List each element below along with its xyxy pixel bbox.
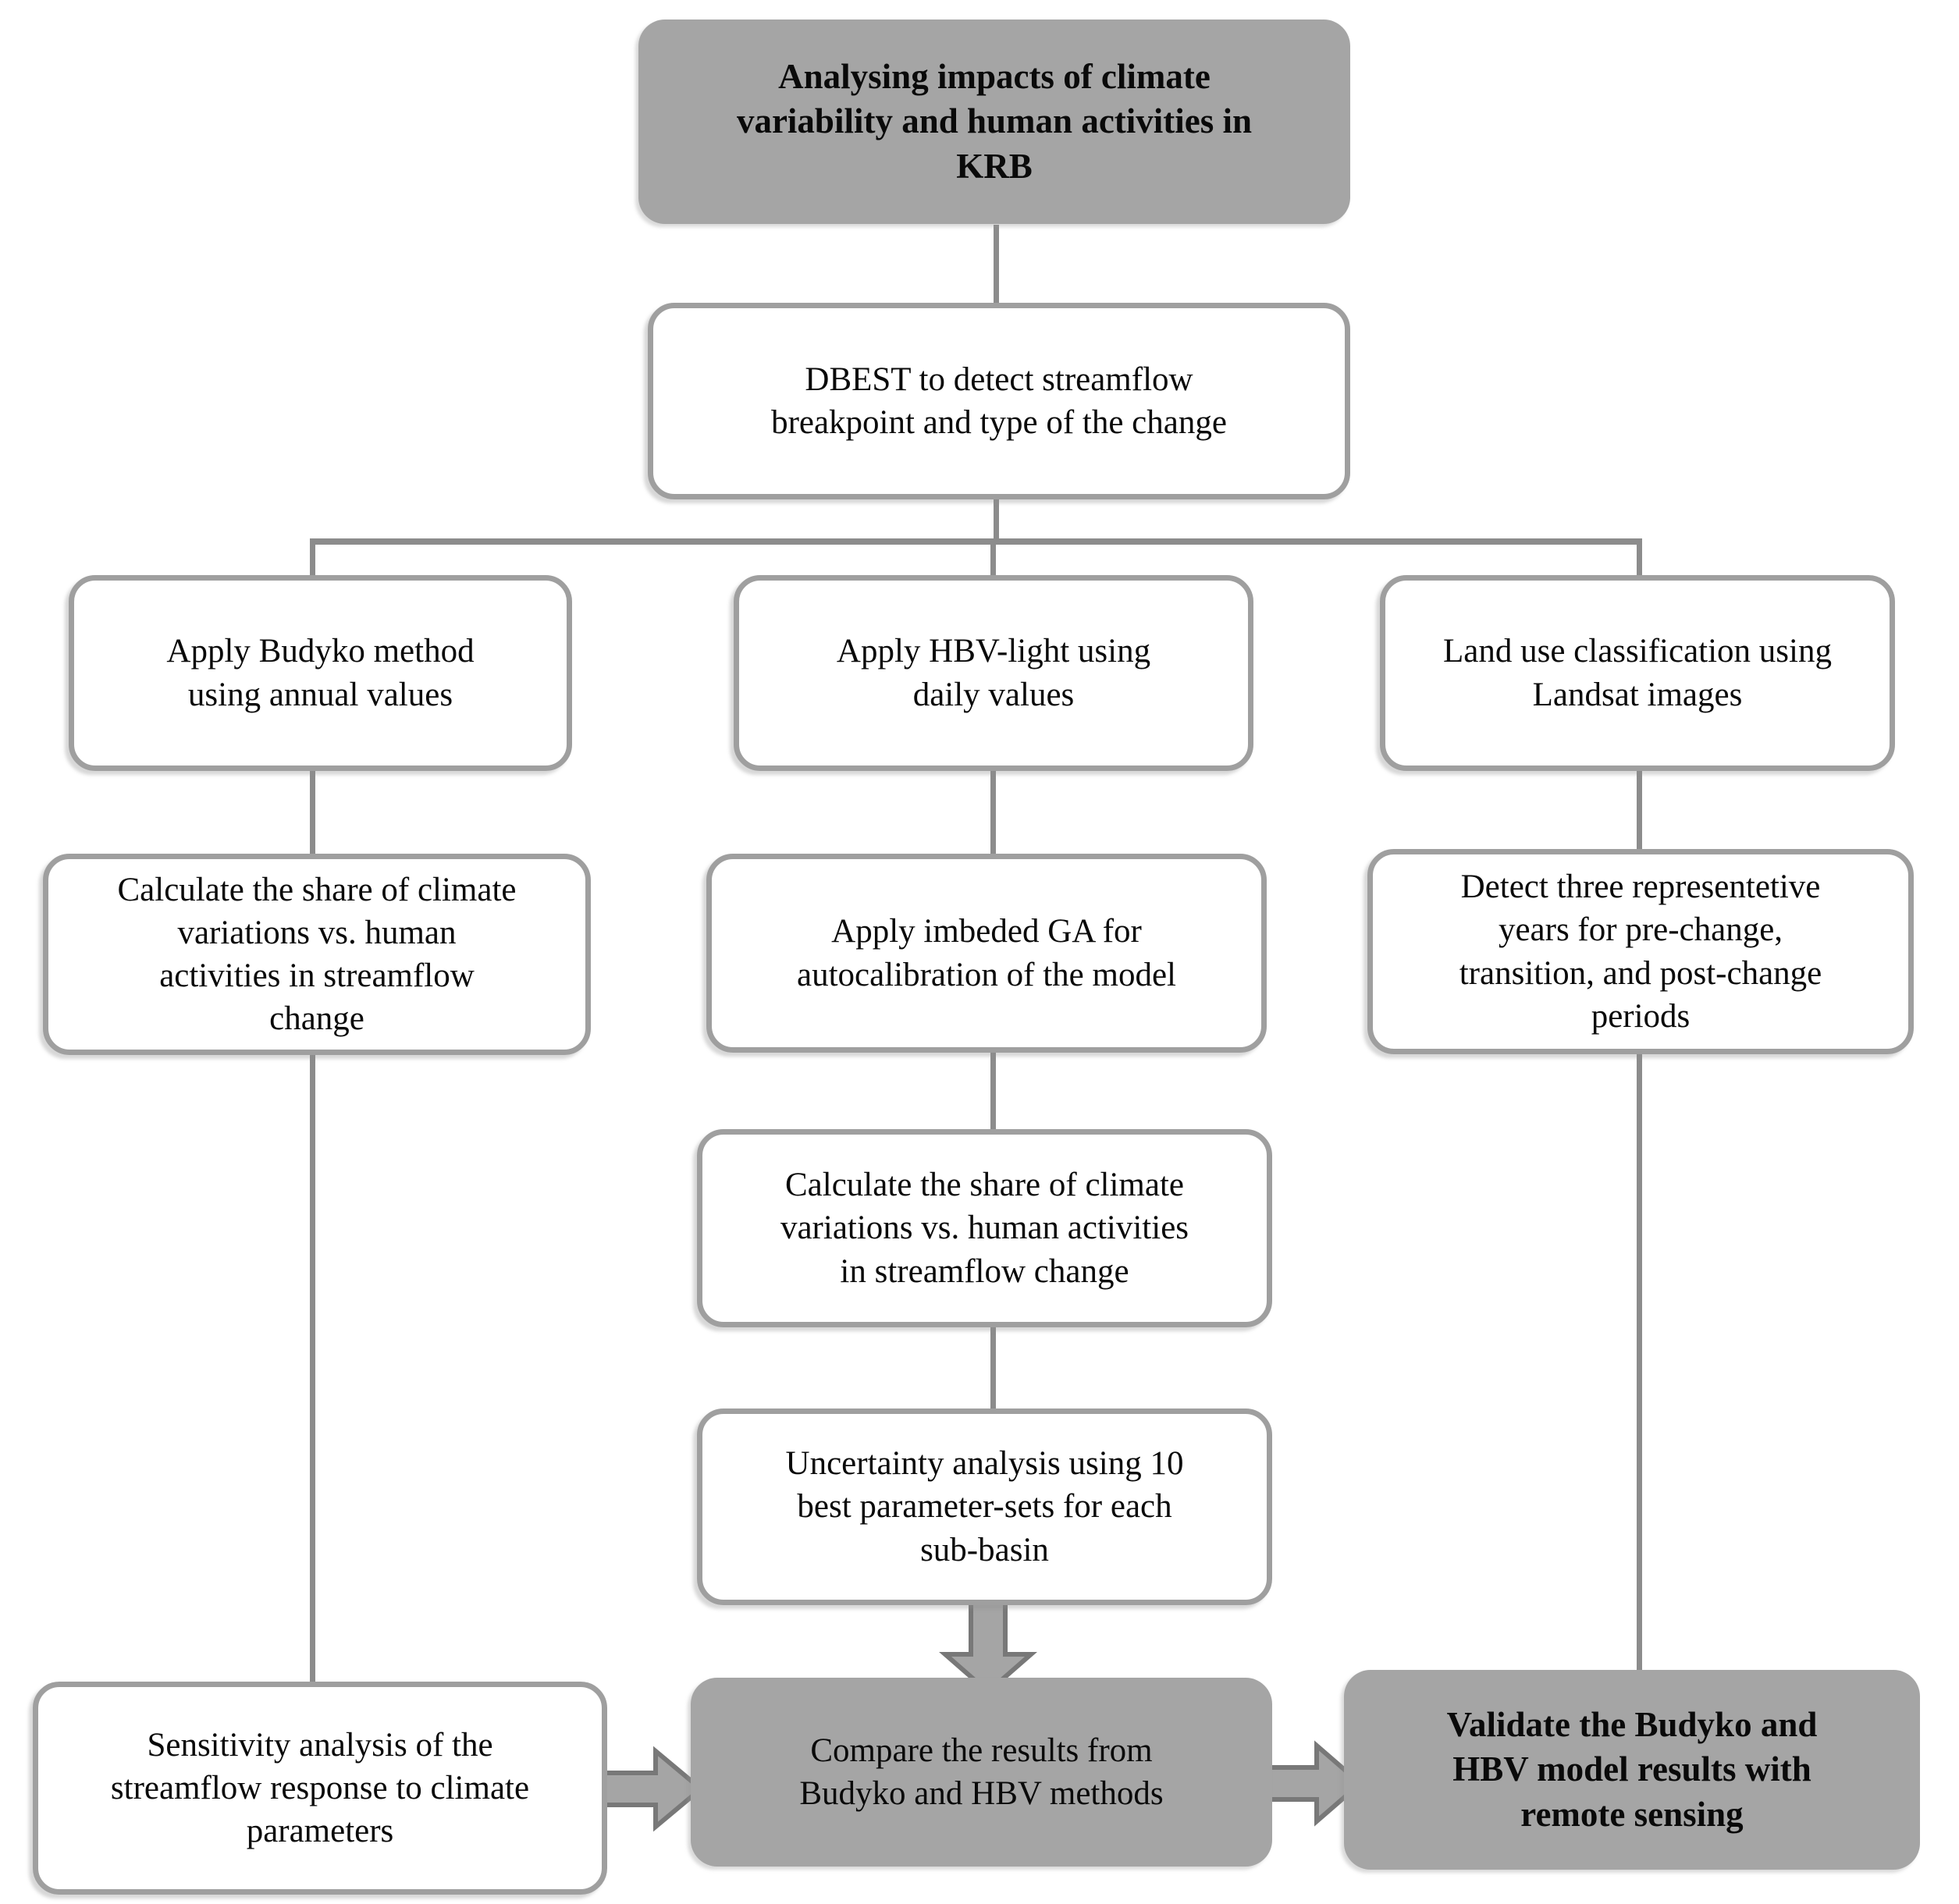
connector-dbest-branch	[994, 498, 999, 543]
node-apply-ga-label: Apply imbeded GA for autocalibration of …	[797, 913, 1176, 993]
node-compare-label: Compare the results from Budyko and HBV …	[799, 1732, 1164, 1812]
connector-ga-share	[990, 1051, 996, 1130]
node-title: Analysing impacts of climate variability…	[638, 20, 1350, 224]
node-apply-hbv: Apply HBV-light using daily values	[734, 575, 1253, 771]
block-arrow-right-compare-icon	[1264, 1740, 1364, 1827]
node-share-climate-budyko-label: Calculate the share of climate variation…	[117, 871, 517, 1038]
connector-hbv-ga	[990, 769, 996, 855]
connector-share-sensitivity	[310, 1053, 315, 1684]
node-title-label: Analysing impacts of climate variability…	[736, 56, 1253, 186]
node-compare: Compare the results from Budyko and HBV …	[691, 1678, 1272, 1867]
connector-branch-left-drop	[310, 542, 315, 577]
node-landuse-classification-label: Land use classification using Landsat im…	[1443, 633, 1832, 713]
node-apply-budyko-label: Apply Budyko method using annual values	[166, 633, 475, 713]
node-detect-years-label: Detect three representetive years for pr…	[1459, 869, 1822, 1035]
connector-branch-right-drop	[1637, 542, 1642, 577]
connector-title-dbest	[994, 225, 999, 304]
node-dbest-label: DBEST to detect streamflow breakpoint an…	[771, 361, 1227, 441]
node-uncertainty: Uncertainty analysis using 10 best param…	[697, 1408, 1272, 1605]
connector-branch-middle-drop	[990, 542, 996, 577]
node-sensitivity: Sensitivity analysis of the streamflow r…	[33, 1682, 607, 1895]
node-uncertainty-label: Uncertainty analysis using 10 best param…	[785, 1445, 1184, 1568]
node-apply-budyko: Apply Budyko method using annual values	[69, 575, 572, 771]
block-arrow-right-sensitivity-icon	[599, 1746, 705, 1832]
connector-share-uncertainty	[990, 1325, 996, 1411]
node-detect-years: Detect three representetive years for pr…	[1367, 849, 1914, 1054]
node-landuse-classification: Land use classification using Landsat im…	[1380, 575, 1895, 771]
connector-landuse-detect	[1637, 769, 1642, 852]
node-dbest: DBEST to detect streamflow breakpoint an…	[648, 303, 1350, 499]
node-apply-ga: Apply imbeded GA for autocalibration of …	[706, 854, 1267, 1053]
node-validate-label: Validate the Budyko and HBV model result…	[1446, 1704, 1818, 1834]
connector-branch-horizontal	[310, 538, 1642, 545]
node-validate: Validate the Budyko and HBV model result…	[1344, 1670, 1920, 1870]
node-sensitivity-label: Sensitivity analysis of the streamflow r…	[110, 1726, 530, 1850]
connector-budyko-share	[310, 769, 315, 855]
node-apply-hbv-label: Apply HBV-light using daily values	[836, 633, 1151, 713]
node-share-climate-hbv: Calculate the share of climate variation…	[697, 1129, 1272, 1327]
node-share-climate-budyko: Calculate the share of climate variation…	[43, 854, 591, 1055]
block-arrow-down-icon	[939, 1596, 1037, 1695]
connector-detect-validate	[1637, 1053, 1642, 1674]
node-share-climate-hbv-label: Calculate the share of climate variation…	[780, 1167, 1189, 1290]
